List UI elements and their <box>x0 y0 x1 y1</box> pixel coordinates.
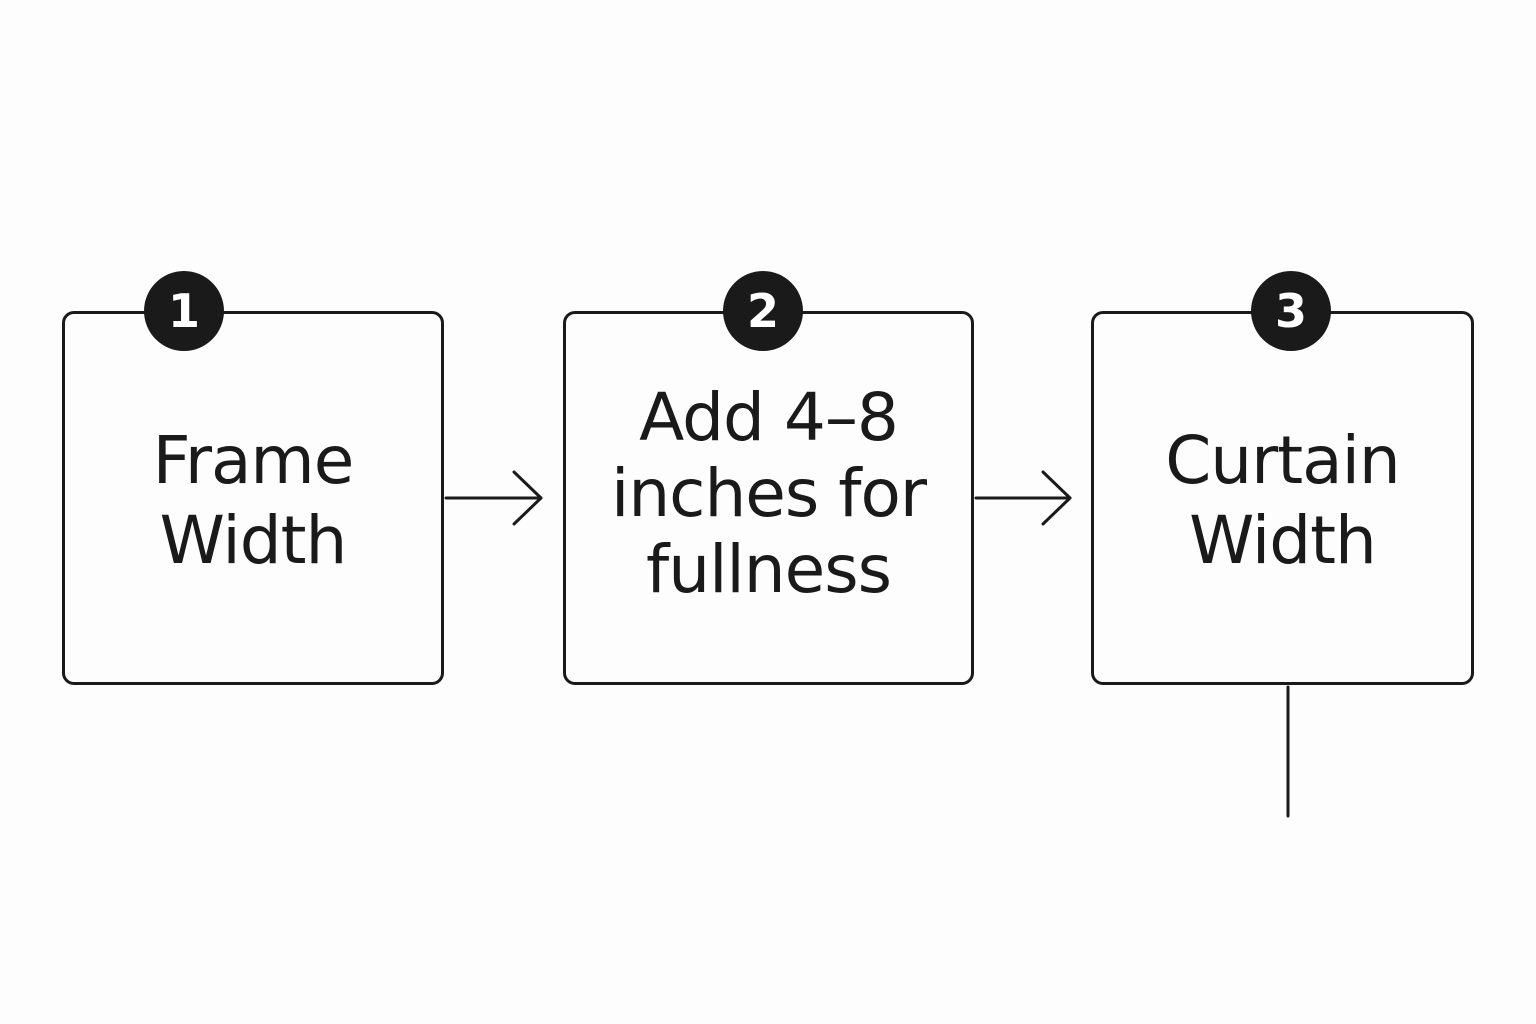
step-number-badge: 2 <box>723 271 803 351</box>
step-box-frame-width: Frame Width <box>62 311 444 685</box>
step-box-add-fullness: Add 4–8 inches for fullness <box>563 311 974 685</box>
arrow-1-to-2 <box>444 470 543 526</box>
step-label: Curtain Width <box>1165 422 1401 579</box>
step-number-badge: 1 <box>144 271 224 351</box>
step-label: Frame Width <box>152 422 355 579</box>
step-box-curtain-width: Curtain Width <box>1091 311 1474 685</box>
arrow-2-to-3 <box>974 470 1072 526</box>
step-label: Add 4–8 inches for fullness <box>610 379 927 608</box>
step-number-badge: 3 <box>1251 271 1331 351</box>
